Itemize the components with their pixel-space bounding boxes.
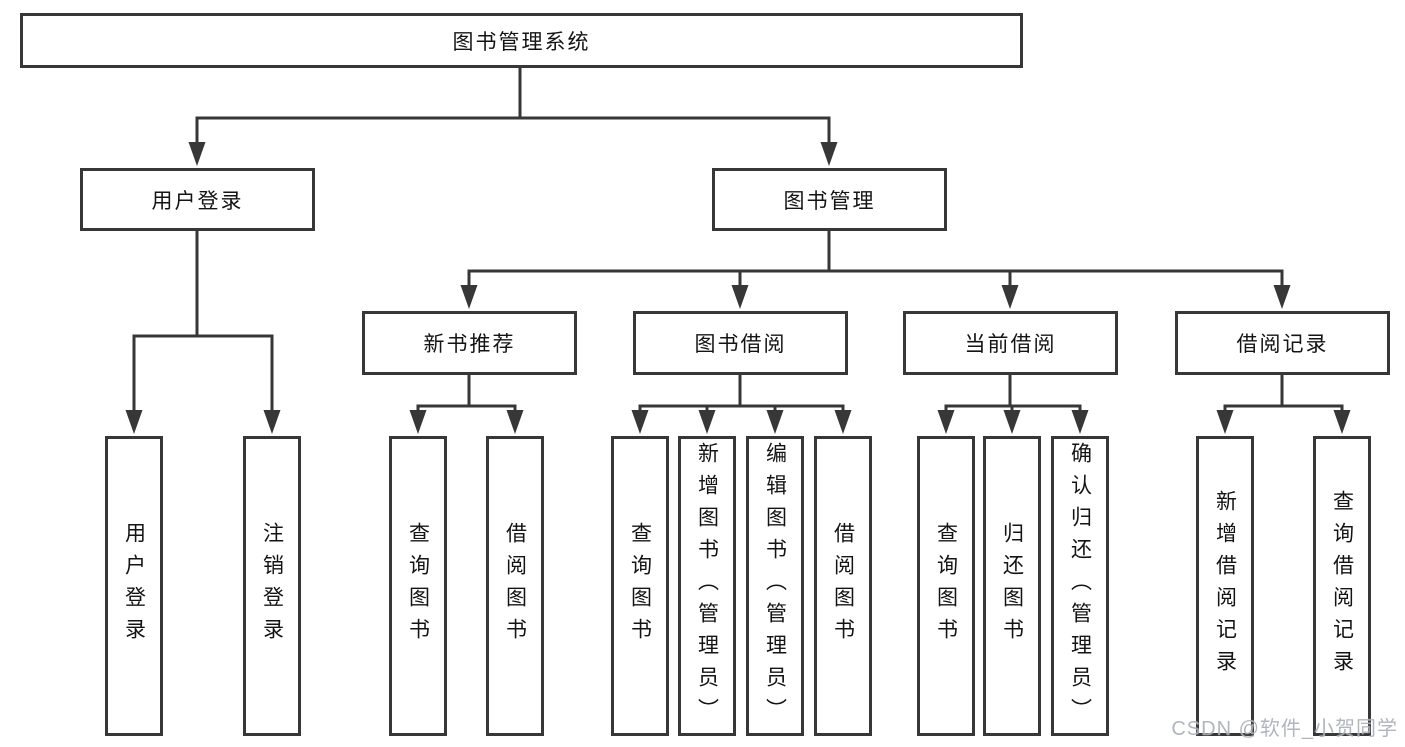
leaf-return-books: 归还图书	[983, 436, 1041, 736]
node-user-login: 用户登录	[80, 168, 315, 231]
leaf-user-login-action-label: 用户登录	[122, 522, 146, 650]
leaf-query-books-recommend-label: 查询图书	[406, 522, 430, 650]
leaf-add-books-admin: 新增图书（管理员）	[678, 436, 736, 736]
node-borrow-records: 借阅记录	[1175, 311, 1390, 375]
node-user-login-label: 用户登录	[151, 189, 244, 213]
leaf-confirm-return-admin-label: 确认归还（管理员）	[1068, 442, 1092, 730]
leaf-edit-books-admin: 编辑图书（管理员）	[746, 436, 804, 736]
node-current-borrowing-label: 当前借阅	[964, 333, 1057, 356]
node-borrow-records-label: 借阅记录	[1236, 333, 1329, 356]
leaf-query-books-borrowing-label: 查询图书	[628, 522, 652, 650]
leaf-borrow-books-recommend: 借阅图书	[486, 436, 544, 736]
leaf-add-borrow-record: 新增借阅记录	[1196, 436, 1254, 736]
node-book-management: 图书管理	[712, 168, 947, 231]
leaf-query-borrow-record-label: 查询借阅记录	[1330, 490, 1354, 682]
leaf-borrow-books: 借阅图书	[814, 436, 872, 736]
node-current-borrowing: 当前借阅	[903, 311, 1118, 375]
node-new-book-recommend: 新书推荐	[362, 311, 577, 375]
leaf-return-books-label: 归还图书	[1000, 522, 1024, 650]
node-book-borrowing-label: 图书借阅	[694, 333, 787, 356]
leaf-logout-action-label: 注销登录	[260, 522, 284, 650]
leaf-query-books-current: 查询图书	[917, 436, 975, 736]
leaf-borrow-books-recommend-label: 借阅图书	[503, 522, 527, 650]
leaf-confirm-return-admin: 确认归还（管理员）	[1051, 436, 1109, 736]
node-book-borrowing: 图书借阅	[633, 311, 848, 375]
leaf-user-login-action: 用户登录	[105, 436, 163, 736]
leaf-query-books-current-label: 查询图书	[934, 522, 958, 650]
node-book-management-label: 图书管理	[783, 189, 876, 213]
node-root-system-label: 图书管理系统	[452, 30, 591, 54]
leaf-query-books-recommend: 查询图书	[389, 436, 447, 736]
leaf-query-books-borrowing: 查询图书	[611, 436, 669, 736]
node-new-book-recommend-label: 新书推荐	[423, 333, 516, 356]
leaf-borrow-books-label: 借阅图书	[831, 522, 855, 650]
leaf-logout-action: 注销登录	[243, 436, 301, 736]
leaf-add-books-admin-label: 新增图书（管理员）	[695, 442, 719, 730]
csdn-watermark: CSDN @软件_小贺同学	[1171, 718, 1398, 740]
leaf-edit-books-admin-label: 编辑图书（管理员）	[763, 442, 787, 730]
node-root-system: 图书管理系统	[20, 13, 1023, 68]
leaf-add-borrow-record-label: 新增借阅记录	[1213, 490, 1237, 682]
leaf-query-borrow-record: 查询借阅记录	[1313, 436, 1371, 736]
